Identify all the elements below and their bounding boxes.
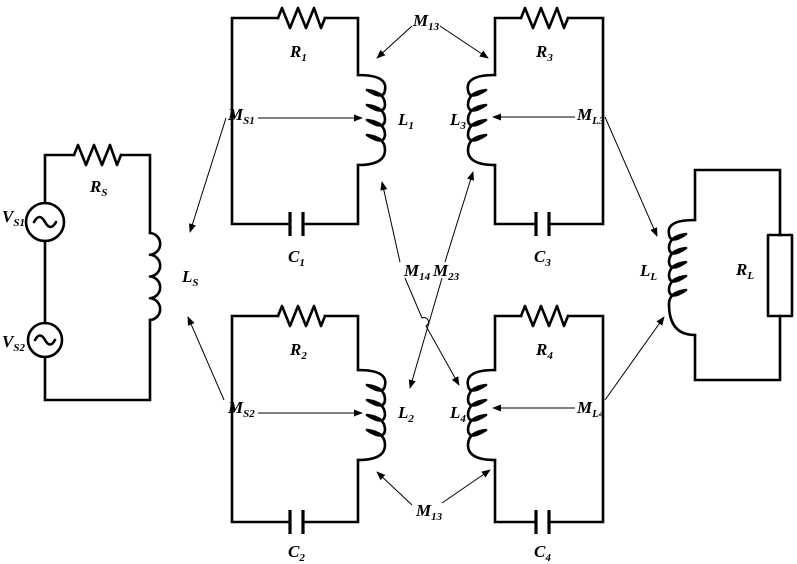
resonator-loop-1 <box>230 6 387 236</box>
inductor-l2 <box>356 368 387 462</box>
voltage-source-vs2 <box>26 321 64 359</box>
inductor-l3 <box>466 73 497 167</box>
component-labels: R1 R3 R2 R4 RS RL C1 C3 C2 C4 L1 L3 L2 L… <box>2 11 754 564</box>
label-c1: C1 <box>288 247 305 269</box>
label-ms2: MS2 <box>227 398 255 420</box>
label-rs: RS <box>89 177 107 199</box>
label-c2: C2 <box>288 542 305 564</box>
label-vs2: VS2 <box>2 332 25 354</box>
arrow-ml3-ll <box>604 116 658 237</box>
resistor-rl <box>766 233 794 318</box>
label-ll: LL <box>639 261 657 283</box>
load-loop <box>667 168 794 382</box>
mutual-coupling-arrows <box>187 25 665 506</box>
resonator-loop-2 <box>230 304 387 534</box>
resistor-r4 <box>519 304 570 328</box>
capacitor-c3 <box>534 212 551 236</box>
arrow-m14-down <box>404 277 460 386</box>
resonator-loop-4 <box>466 304 605 534</box>
label-c4: C4 <box>534 542 551 564</box>
label-l2: L2 <box>397 403 414 425</box>
resistor-r3 <box>519 6 570 30</box>
source-loop <box>24 143 162 402</box>
label-l4: L4 <box>449 403 466 425</box>
arrow-m23-down <box>408 277 443 389</box>
arrow-ms1-ls <box>189 117 227 233</box>
label-l3: L3 <box>449 110 466 132</box>
resistor-r2 <box>276 304 327 328</box>
resistor-r1 <box>276 6 327 30</box>
label-m13-bottom: M13 <box>415 501 443 523</box>
label-r4: R4 <box>535 340 553 362</box>
label-m13-top: M13 <box>412 11 440 33</box>
label-c3: C3 <box>534 247 551 269</box>
arrow-ms2-ls <box>187 316 225 401</box>
inductor-l4 <box>466 368 497 462</box>
capacitor-c1 <box>288 212 305 236</box>
inductor-ls <box>148 231 162 322</box>
arrow-m23-up <box>444 171 475 263</box>
label-r1: R1 <box>289 42 307 64</box>
capacitor-c2 <box>288 510 305 534</box>
arrow-m13-bottom-right <box>441 469 491 504</box>
inductor-l1 <box>356 73 387 167</box>
arrow-m14-up <box>380 181 401 263</box>
label-m14: M14 <box>403 261 431 283</box>
label-m23: M23 <box>432 261 460 283</box>
arrow-m13-top-left <box>376 25 413 59</box>
resistor-rs <box>72 143 123 167</box>
arrow-m13-top-right <box>439 25 489 59</box>
label-r2: R2 <box>289 340 307 362</box>
label-ml3: ML3 <box>576 105 605 127</box>
label-rl: RL <box>735 260 754 282</box>
inductor-ll <box>667 218 697 337</box>
arrow-m13-bottom-left <box>376 471 413 506</box>
voltage-source-vs1 <box>24 201 66 243</box>
label-ms1: MS1 <box>227 105 255 127</box>
resonator-loop-3 <box>466 6 605 236</box>
label-r3: R3 <box>535 42 553 64</box>
label-ls: LS <box>181 267 199 289</box>
arrow-ml4-ll <box>604 316 665 401</box>
label-l1: L1 <box>397 110 414 132</box>
capacitor-c4 <box>534 510 551 534</box>
label-vs1: VS1 <box>2 207 25 229</box>
label-ml4: ML4 <box>576 398 605 420</box>
